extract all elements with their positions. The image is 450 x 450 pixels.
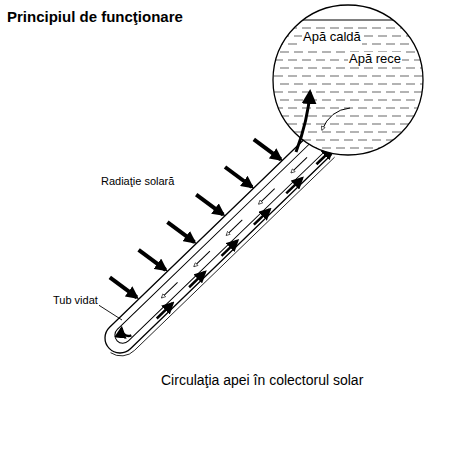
cold-flow-arrow (194, 251, 210, 266)
hot-flow-arrow (254, 209, 270, 224)
cold-flow-arrow (291, 157, 307, 172)
cold-flow-arrow (162, 282, 178, 297)
water-tank: Apă caldăApă rece (272, 4, 424, 156)
diagram-title: Principiul de funcţionare (6, 8, 184, 25)
tank-text: Apă caldă (302, 30, 362, 45)
radiation-arrow (254, 139, 281, 159)
leader-line (97, 304, 122, 320)
tank-outline (272, 4, 424, 156)
hot-flow-arrow (222, 241, 238, 256)
radiation-arrow (225, 167, 252, 187)
radiation-arrow (167, 222, 194, 242)
radiation-arrow (196, 195, 223, 215)
cold-flow-arrow (259, 189, 275, 204)
part-label: Radiaţie solară (100, 175, 175, 188)
radiation-arrow (110, 277, 137, 297)
tank-text: Apă rece (348, 52, 402, 67)
part-label: Tub vidat (52, 294, 99, 307)
evacuated-tube (97, 117, 350, 363)
radiation-arrow (139, 250, 166, 270)
cold-flow-arrow (226, 220, 242, 235)
hot-flow-arrow (286, 178, 302, 193)
diagram-caption: Circulaţia apei în colectorul solar (160, 372, 364, 388)
hot-flow-arrow (189, 272, 205, 287)
hot-flow-arrow (157, 303, 173, 318)
